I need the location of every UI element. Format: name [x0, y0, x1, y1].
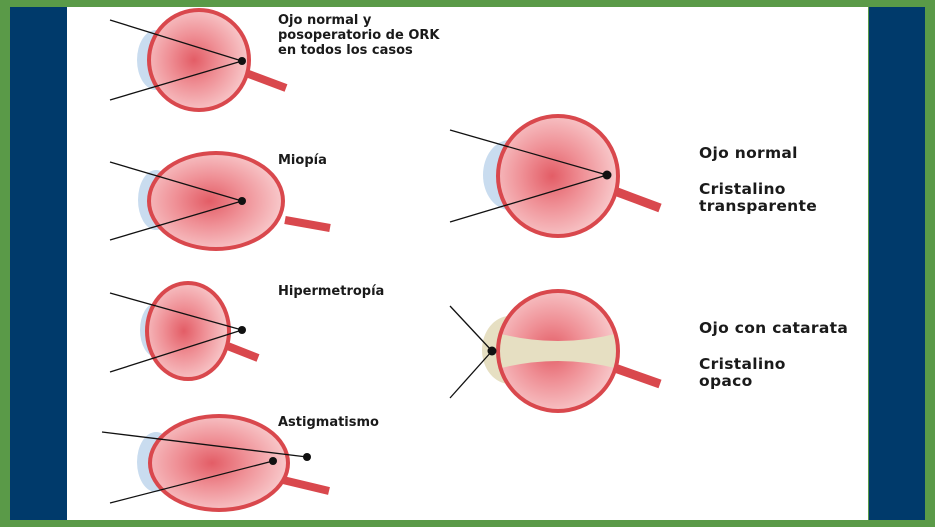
optic-nerve	[610, 185, 662, 213]
optic-nerve	[244, 69, 288, 92]
label-miopia: Miopía	[278, 153, 327, 168]
eye-miopia	[109, 151, 331, 251]
optic-nerve	[223, 341, 260, 362]
light-ray-bottom	[109, 60, 243, 101]
light-ray-bottom	[449, 174, 608, 223]
eye-cataract	[449, 289, 662, 413]
eyeball	[496, 114, 620, 238]
focal-point	[238, 57, 246, 65]
eyeball	[145, 281, 231, 381]
light-ray-top	[449, 129, 608, 176]
light-ray-top	[109, 292, 243, 331]
label-astigmatismo: Astigmatismo	[278, 415, 379, 430]
focal-point-1	[303, 453, 311, 461]
eye-normal-lens	[449, 114, 662, 238]
eyeball	[148, 414, 290, 512]
label-ojo-catarata: Ojo con catarata Cristalino opaco	[699, 319, 849, 391]
light-ray-bottom	[449, 350, 493, 399]
optic-nerve	[610, 362, 662, 389]
focal-point	[602, 170, 612, 180]
light-ray-bottom	[109, 200, 243, 241]
eye-astigmatismo	[101, 414, 330, 512]
light-ray-top	[101, 431, 308, 458]
focal-point	[238, 197, 246, 205]
eye-normal-ork	[109, 8, 288, 112]
eyeball-outline	[496, 289, 620, 413]
eye-hipermetropia	[109, 281, 260, 381]
label-normal-ork: Ojo normal y posoperatorio de ORK en tod…	[278, 13, 440, 58]
light-ray-top	[449, 305, 493, 352]
right-side-band	[869, 7, 925, 520]
eyeball	[147, 151, 285, 251]
light-ray-top	[109, 161, 243, 202]
light-ray-bottom	[109, 460, 274, 504]
optic-nerve	[284, 216, 331, 232]
light-ray-bottom	[109, 329, 243, 373]
left-side-band	[10, 7, 67, 520]
optic-nerve	[282, 476, 330, 495]
light-ray-top	[109, 19, 243, 62]
eyeball	[147, 8, 251, 112]
opaque-lens	[498, 331, 618, 371]
focal-point-2	[269, 457, 277, 465]
label-ojo-normal: Ojo normal Cristalino transparente	[699, 144, 818, 216]
label-hipermetropia: Hipermetropía	[278, 284, 385, 299]
focal-point	[487, 346, 497, 356]
focal-point	[238, 326, 246, 334]
